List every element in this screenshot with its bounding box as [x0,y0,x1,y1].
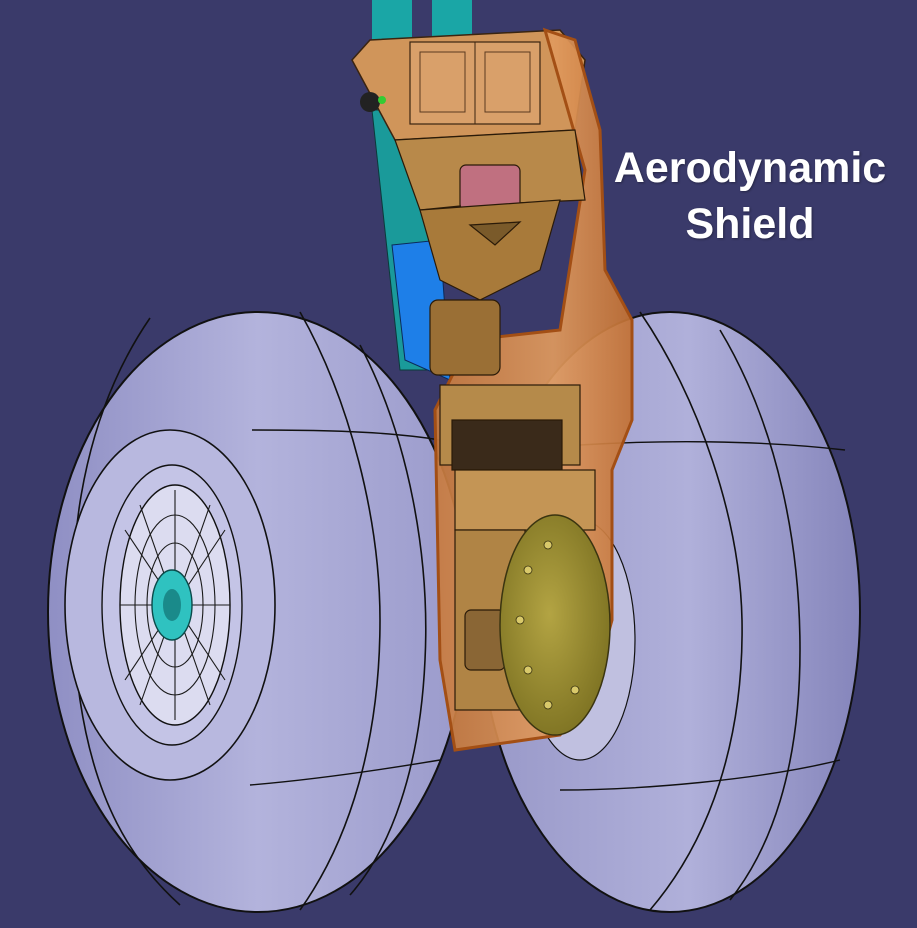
callout-line-1: Aerodynamic [613,144,887,192]
gear-mechanism [394,129,596,711]
callout-line-2: Shield [685,200,815,248]
brake-disc [499,514,611,736]
aerodynamic-shield-label: Aerodynamic Shield [580,140,917,252]
brake-disc-holes [515,540,580,710]
left-wheel [47,311,469,913]
